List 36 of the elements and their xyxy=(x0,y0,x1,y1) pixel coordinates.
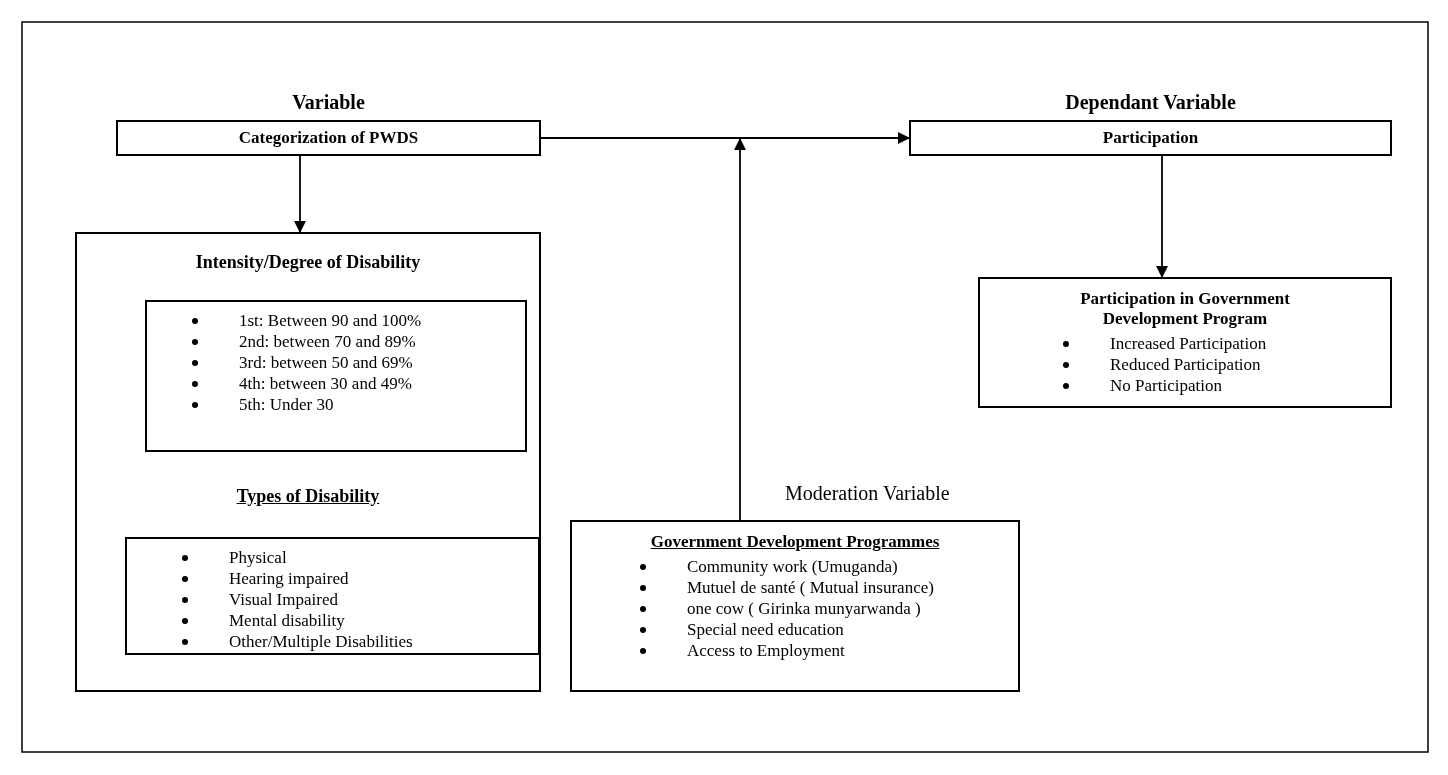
box-heading: Variable xyxy=(291,90,366,114)
arrow xyxy=(1156,155,1168,278)
box-title: Participation in Government Development Program xyxy=(1079,289,1291,329)
arrow xyxy=(734,138,746,521)
list-item: 2nd: between 70 and 89% xyxy=(239,332,416,351)
process-box: Participation xyxy=(909,120,1392,156)
section-heading: Intensity/Degree of Disability xyxy=(194,251,422,274)
box-heading: Dependant Variable xyxy=(1064,90,1237,114)
list-box xyxy=(570,520,1020,692)
list-item: Other/Multiple Disabilities xyxy=(229,632,413,651)
list-item: 5th: Under 30 xyxy=(239,395,334,414)
list-item: Visual Impaired xyxy=(229,590,338,609)
annotation-text: Moderation Variable xyxy=(785,482,950,505)
list-box xyxy=(145,300,527,452)
list-item: Access to Employment xyxy=(687,641,845,660)
list-item: Mental disability xyxy=(229,611,345,630)
process-box: Categorization of PWDS xyxy=(116,120,541,156)
arrow xyxy=(540,132,910,144)
list-item: Community work (Umuganda) xyxy=(687,557,898,576)
list-item: 3rd: between 50 and 69% xyxy=(239,353,413,372)
box-title: Government Development Programmes xyxy=(649,532,941,552)
list-item: No Participation xyxy=(1110,376,1222,395)
list-item: 1st: Between 90 and 100% xyxy=(239,311,422,330)
list-item: Hearing impaired xyxy=(229,569,349,588)
list-item: 4th: between 30 and 49% xyxy=(239,374,412,393)
group-box xyxy=(75,232,541,692)
list-item: Reduced Participation xyxy=(1110,355,1261,374)
list-item: Mutuel de santé ( Mutual insurance) xyxy=(687,578,934,597)
arrow xyxy=(294,155,306,233)
list-item: Physical xyxy=(229,548,287,567)
list-item: Increased Participation xyxy=(1110,334,1267,353)
section-heading: Types of Disability xyxy=(235,485,381,508)
list-item: Special need education xyxy=(687,620,844,639)
list-item: one cow ( Girinka munyarwanda ) xyxy=(687,599,921,618)
list-box xyxy=(125,537,540,655)
list-box xyxy=(978,277,1392,408)
